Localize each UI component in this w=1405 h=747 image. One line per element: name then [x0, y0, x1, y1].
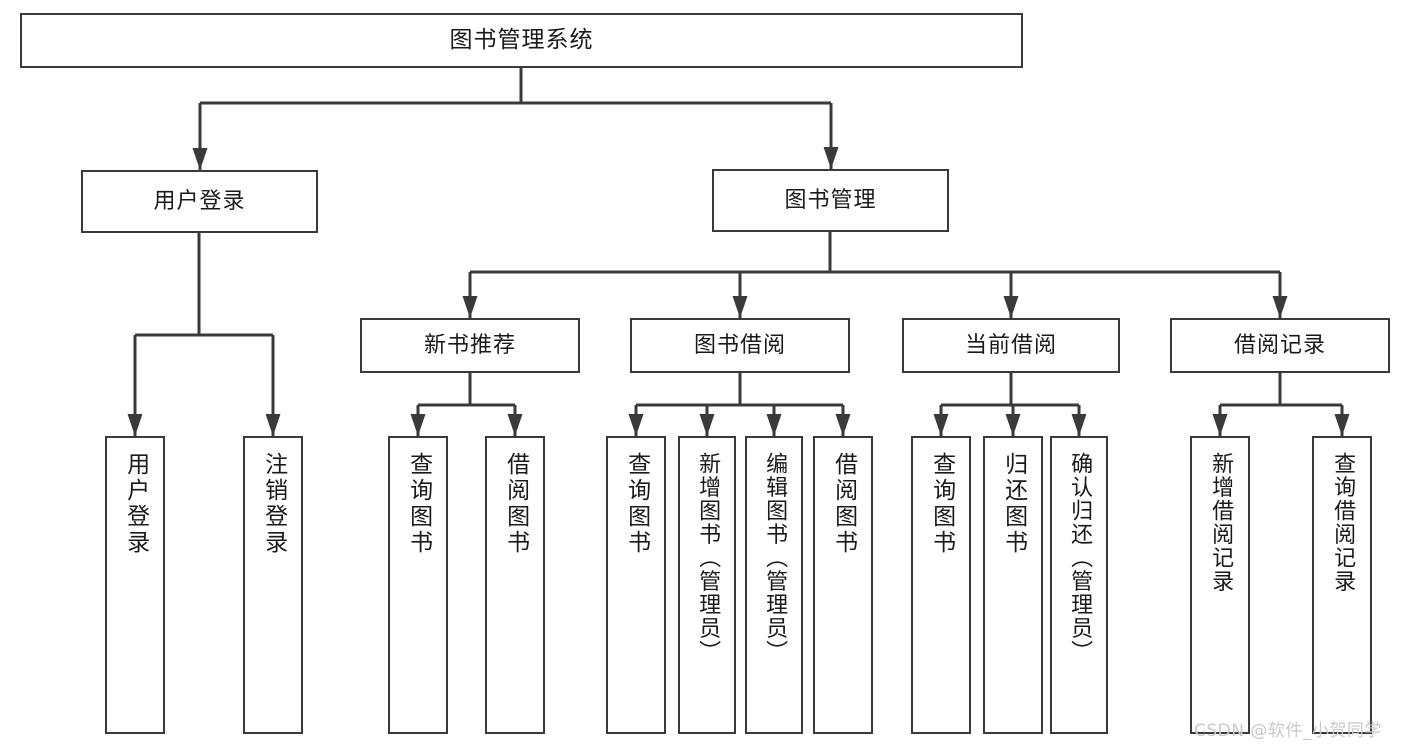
- node-label: 确认归还（管理员）: [1067, 452, 1093, 664]
- node-label: 图书借阅: [693, 332, 786, 358]
- node-l_addrec[interactable]: 新增借阅记录: [1190, 436, 1250, 734]
- node-l_b2[interactable]: 借阅图书: [813, 436, 873, 734]
- arrowhead-icon: [410, 414, 426, 436]
- node-label: 编辑图书（管理员）: [762, 452, 788, 664]
- arrowhead-icon: [1272, 296, 1288, 318]
- node-label: 查询图书: [928, 452, 955, 556]
- node-l_ret[interactable]: 归还图书: [983, 436, 1043, 734]
- arrowhead-icon: [1005, 414, 1021, 436]
- node-label: 用户登录: [153, 188, 246, 214]
- node-user_login[interactable]: 用户登录: [81, 170, 318, 233]
- node-records[interactable]: 借阅记录: [1170, 318, 1390, 373]
- arrowhead-icon: [766, 414, 782, 436]
- node-label: 查询图书: [623, 452, 650, 556]
- arrowhead-icon: [1212, 414, 1228, 436]
- node-l_q2[interactable]: 查询图书: [606, 436, 666, 734]
- arrowhead-icon: [732, 296, 748, 318]
- arrowhead-icon: [699, 414, 715, 436]
- node-label: 借阅图书: [830, 452, 857, 556]
- arrowhead-icon: [1003, 296, 1019, 318]
- node-l_b1[interactable]: 借阅图书: [485, 436, 545, 734]
- arrowhead-icon: [823, 147, 839, 169]
- arrowhead-icon: [265, 414, 281, 436]
- node-l_q1[interactable]: 查询图书: [388, 436, 448, 734]
- arrowhead-icon: [127, 414, 143, 436]
- node-label: 新增借阅记录: [1208, 452, 1234, 593]
- arrowhead-icon: [462, 296, 478, 318]
- node-label: 查询借阅记录: [1330, 452, 1356, 593]
- node-label: 图书管理系统: [449, 26, 594, 53]
- arrowhead-icon: [835, 414, 851, 436]
- node-l_logout[interactable]: 注销登录: [243, 436, 303, 734]
- node-label: 注销登录: [260, 452, 287, 556]
- node-borrow[interactable]: 图书借阅: [630, 318, 850, 373]
- node-label: 新书推荐: [423, 332, 516, 358]
- node-book_mgmt[interactable]: 图书管理: [712, 169, 949, 232]
- node-l_qrec[interactable]: 查询借阅记录: [1312, 436, 1372, 734]
- node-label: 借阅图书: [502, 452, 529, 556]
- node-root[interactable]: 图书管理系统: [20, 13, 1023, 68]
- node-label: 归还图书: [1000, 452, 1027, 556]
- node-label: 用户登录: [122, 452, 149, 556]
- node-l_q3[interactable]: 查询图书: [911, 436, 971, 734]
- node-label: 当前借阅: [964, 332, 1057, 358]
- csdn-watermark: CSDN @软件_小贺同学: [1194, 721, 1382, 741]
- node-l_confirm[interactable]: 确认归还（管理员）: [1050, 436, 1108, 734]
- node-label: 借阅记录: [1233, 332, 1326, 358]
- node-new_rec[interactable]: 新书推荐: [360, 318, 580, 373]
- arrowhead-icon: [192, 148, 208, 170]
- node-label: 查询图书: [405, 452, 432, 556]
- node-l_edit[interactable]: 编辑图书（管理员）: [745, 436, 803, 734]
- arrowhead-icon: [1071, 414, 1087, 436]
- arrowhead-icon: [507, 414, 523, 436]
- node-l_add[interactable]: 新增图书（管理员）: [678, 436, 736, 734]
- node-label: 图书管理: [784, 187, 877, 213]
- arrowhead-icon: [933, 414, 949, 436]
- node-label: 新增图书（管理员）: [695, 452, 721, 664]
- arrowhead-icon: [628, 414, 644, 436]
- node-l_login[interactable]: 用户登录: [105, 436, 165, 734]
- node-current[interactable]: 当前借阅: [902, 318, 1120, 373]
- arrowhead-icon: [1334, 414, 1350, 436]
